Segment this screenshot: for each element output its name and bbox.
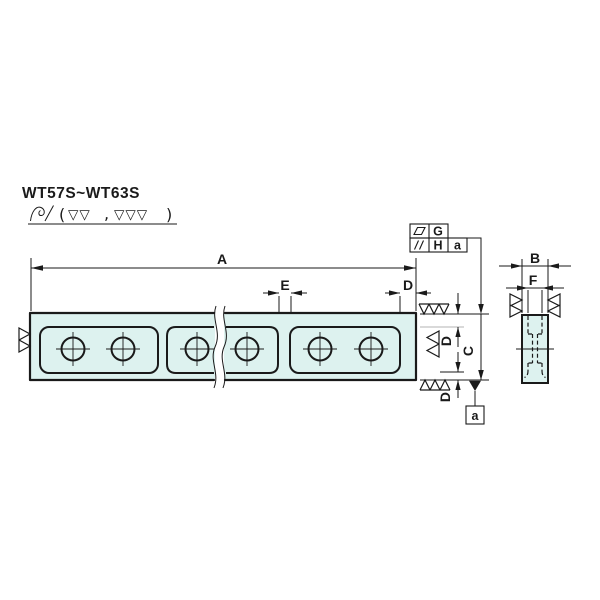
break-line (221, 305, 227, 389)
dim-d-upper: D (438, 293, 461, 347)
roughness-bottom-face-icon (419, 378, 451, 391)
hole-crosshair (56, 332, 388, 366)
flatness-icon (413, 226, 426, 236)
arrow-left (31, 265, 43, 271)
arrow (517, 285, 528, 291)
surface-finish-legend: ( ▽▽ , ▽▽▽ ) (28, 204, 177, 225)
arrow (268, 290, 279, 296)
datum-box (465, 405, 485, 425)
dim-d-label-upper: D (438, 336, 454, 346)
parallelism-datum: a (454, 239, 462, 253)
pocket (39, 326, 159, 374)
arrow-up (455, 327, 461, 337)
datum-triangle-icon (469, 380, 481, 391)
arrow (291, 290, 302, 296)
legend-separator: , (104, 204, 109, 223)
frame-row-parallelism (409, 237, 468, 253)
pocket-cut-by-break (166, 326, 214, 374)
page-title: WT57S~WT63S (22, 185, 140, 202)
roughness-side-right-icon (546, 293, 561, 318)
parallelism-value: H (433, 239, 442, 253)
surface-wave-icon (30, 206, 45, 222)
legend-close-bracket: ) (166, 205, 172, 224)
arrow (389, 290, 400, 296)
dim-a-label: A (217, 251, 227, 267)
finish-medium-triangles: ▽▽ (68, 207, 91, 223)
finish-fine-triangles: ▽▽▽ (114, 207, 148, 223)
roughness-side-left-icon (509, 293, 524, 318)
arrow-down (478, 370, 484, 380)
arrow-right (404, 265, 416, 271)
arrow-down (455, 304, 461, 314)
pocket-cut-by-break (226, 326, 279, 374)
frame-leader-line (467, 237, 482, 309)
hidden-slot-lines (527, 316, 543, 371)
arrow-up (455, 380, 461, 390)
flatness-value: G (433, 225, 443, 239)
dim-f-label: F (529, 272, 538, 288)
dim-e-label: E (280, 277, 289, 293)
arrow-down (455, 362, 461, 372)
roughness-left-face-icon (18, 326, 32, 354)
arrow (416, 290, 427, 296)
holes (56, 332, 388, 366)
roughness-end-face-icon (425, 329, 440, 359)
parallelism-icon (413, 240, 425, 250)
pocket (289, 326, 401, 374)
bar-outline-right (223, 311, 418, 382)
dim-d-label-lower: D (437, 392, 453, 402)
break-line (212, 305, 218, 389)
dim-c: C (460, 314, 484, 380)
surface-wave-slash-icon (44, 205, 54, 222)
dim-d-label-top: D (403, 277, 413, 293)
frame-leader-arrow (478, 304, 484, 314)
datum-label: a (472, 409, 480, 423)
right-annotations: D D C a (418, 293, 489, 425)
datum-flag: a (465, 380, 485, 425)
dim-c-label: C (460, 346, 476, 356)
legend-open-bracket: ( (59, 205, 65, 224)
arrow (542, 285, 553, 291)
bar-segment-left-fill (30, 313, 215, 380)
hidden-slot-arcs (524, 370, 546, 379)
dim-b-label: B (530, 250, 540, 266)
side-view: B F (499, 250, 571, 384)
dim-a: A (30, 251, 417, 311)
arrow (548, 263, 559, 269)
tolerance-frame: G H a (409, 223, 484, 314)
dim-d-lower: D (437, 352, 461, 402)
roughness-top-face-icon (418, 303, 450, 316)
main-view (18, 305, 418, 389)
arrow (511, 263, 522, 269)
